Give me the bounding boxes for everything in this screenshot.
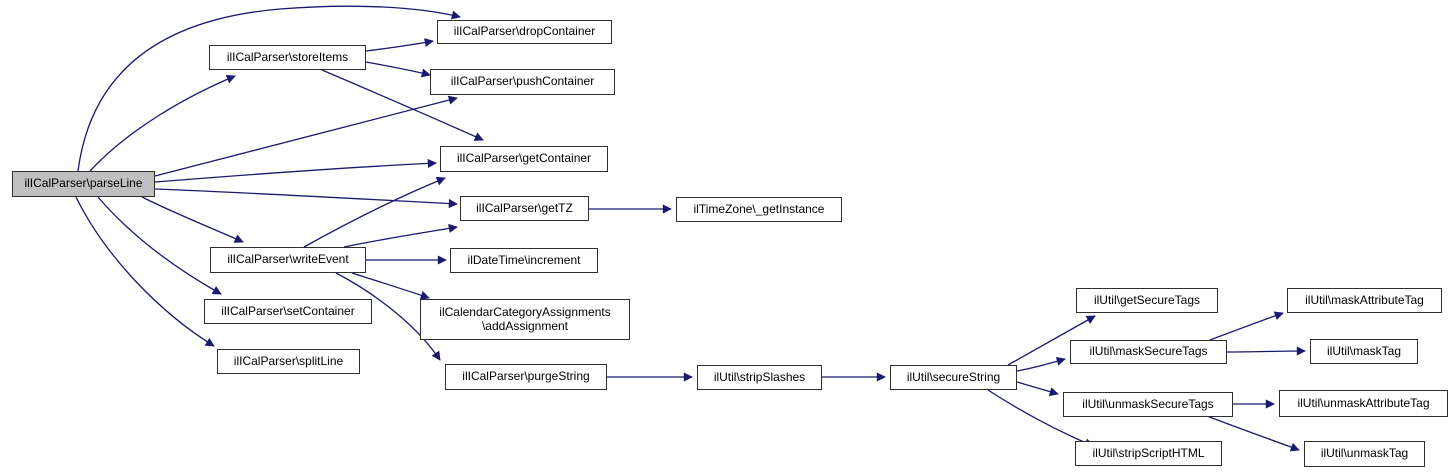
node-pushcontainer-label: ilICalParser\pushContainer	[450, 74, 595, 89]
edge-securestring-getsecuretags	[1007, 315, 1096, 366]
node-stripscripthtml-label: ilUtil\stripScriptHTML	[1092, 445, 1205, 460]
edge-writeevent-getcontainer	[303, 176, 446, 248]
node-maskattributetag[interactable]: ilUtil\maskAttributeTag	[1287, 288, 1442, 313]
node-getsecuretags-label: ilUtil\getSecureTags	[1093, 292, 1201, 307]
node-purgestring[interactable]: ilICalParser\purgeString	[445, 364, 607, 390]
node-writeevent-label: ilICalParser\writeEvent	[227, 252, 349, 267]
edge-parseline-getcontainer	[154, 158, 437, 183]
node-gettz-label: ilICalParser\getTZ	[476, 200, 573, 215]
node-splitline[interactable]: ilICalParser\splitLine	[217, 349, 360, 374]
edge-unmasksecuretags-unmasktag	[1206, 415, 1300, 452]
node-addassignment-label-line2: \addAssignment	[481, 318, 569, 333]
edge-writeevent-addassignment	[351, 272, 430, 300]
edge-writeevent-purgestring	[335, 272, 441, 361]
node-securestring-label: ilUtil\secureString	[906, 369, 1001, 384]
node-stripslashes[interactable]: ilUtil\stripSlashes	[697, 365, 822, 390]
node-stripscripthtml[interactable]: ilUtil\stripScriptHTML	[1075, 441, 1222, 466]
edge-parseline-dropcontainer	[77, 5, 461, 172]
node-masktag-label: ilUtil\maskTag	[1326, 343, 1401, 358]
node-unmasktag-label: ilUtil\unmaskTag	[1320, 446, 1409, 461]
node-getsecuretags[interactable]: ilUtil\getSecureTags	[1076, 288, 1218, 313]
node-gettz[interactable]: ilICalParser\getTZ	[460, 196, 589, 221]
node-parseline-label: ilICalParser\parseLine	[24, 176, 143, 191]
node-splitline-label: ilICalParser\splitLine	[233, 353, 344, 368]
edge-securestring-unmasksecuretags	[1016, 381, 1059, 397]
node-pushcontainer[interactable]: ilICalParser\pushContainer	[430, 69, 615, 95]
node-setcontainer[interactable]: ilICalParser\setContainer	[204, 299, 372, 324]
node-getcontainer[interactable]: ilICalParser\getContainer	[440, 146, 608, 172]
edge-storeitems-dropcontainer	[365, 38, 434, 52]
edge-parseline-setcontainer	[97, 196, 222, 295]
edge-parseline-gettz	[154, 188, 458, 209]
node-dropcontainer-label: ilICalParser\dropContainer	[453, 24, 596, 39]
edge-securestring-masksecuretags	[1016, 356, 1066, 372]
node-setcontainer-label: ilICalParser\setContainer	[221, 303, 355, 318]
node-dropcontainer[interactable]: ilICalParser\dropContainer	[437, 20, 612, 44]
node-purgestring-label: ilICalParser\purgeString	[462, 369, 590, 384]
node-masksecuretags[interactable]: ilUtil\maskSecureTags	[1070, 340, 1227, 364]
node-stripslashes-label: ilUtil\stripSlashes	[713, 369, 806, 384]
edge-parseline-storeitems	[89, 74, 236, 172]
node-maskattributetag-label: ilUtil\maskAttributeTag	[1305, 292, 1424, 307]
node-unmasksecuretags[interactable]: ilUtil\unmaskSecureTags	[1063, 392, 1233, 417]
node-unmasksecuretags-label: ilUtil\unmaskSecureTags	[1082, 396, 1214, 411]
node-getcontainer-label: ilICalParser\getContainer	[456, 151, 592, 166]
node-unmaskattributetag-label: ilUtil\unmaskAttributeTag	[1297, 395, 1430, 410]
node-storeitems-label: ilICalParser\storeItems	[226, 49, 349, 64]
node-addassignment[interactable]: ilCalendarCategoryAssignments\addAssignm…	[420, 299, 630, 340]
node-unmaskattributetag[interactable]: ilUtil\unmaskAttributeTag	[1279, 390, 1448, 417]
node-writeevent[interactable]: ilICalParser\writeEvent	[210, 247, 366, 273]
edge-parseline-splitline	[75, 196, 215, 347]
node-masksecuretags-label: ilUtil\maskSecureTags	[1089, 344, 1208, 359]
node-increment-label: ilDateTime\increment	[467, 252, 581, 267]
node-masktag[interactable]: ilUtil\maskTag	[1310, 339, 1418, 364]
node-getinstance-label: ilTimeZone\_getInstance	[693, 201, 825, 216]
node-increment[interactable]: ilDateTime\increment	[450, 248, 598, 273]
edge-parseline-pushcontainer	[154, 95, 458, 177]
node-parseline[interactable]: ilICalParser\parseLine	[12, 171, 155, 197]
node-securestring[interactable]: ilUtil\secureString	[890, 365, 1017, 390]
edge-storeitems-pushcontainer	[365, 61, 431, 78]
edge-masksecuretags-masktag	[1226, 346, 1306, 356]
edge-parseline-writeevent	[141, 196, 244, 243]
edge-masksecuretags-maskattributetag	[1209, 311, 1284, 341]
edge-storeitems-getcontainer	[321, 69, 484, 141]
node-addassignment-label-line1: ilCalendarCategoryAssignments	[439, 304, 611, 319]
node-storeitems[interactable]: ilICalParser\storeItems	[209, 45, 366, 70]
node-unmasktag[interactable]: ilUtil\unmaskTag	[1304, 441, 1425, 467]
edge-writeevent-gettz	[343, 223, 458, 248]
node-getinstance[interactable]: ilTimeZone\_getInstance	[676, 197, 842, 222]
